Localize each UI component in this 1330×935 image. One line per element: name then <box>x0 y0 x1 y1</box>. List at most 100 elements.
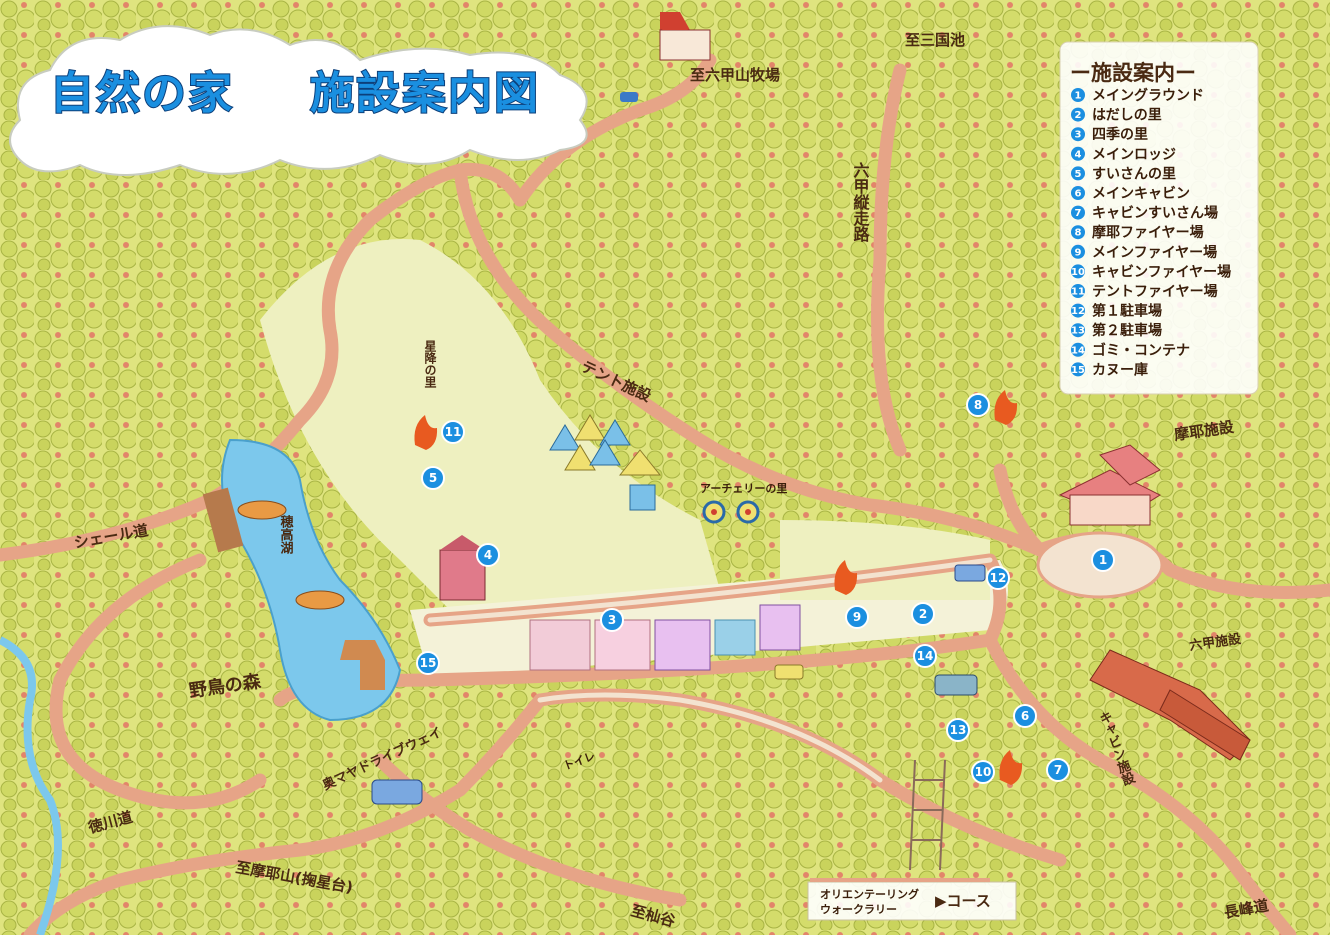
map-marker-9[interactable] <box>845 605 869 629</box>
rokko-building <box>1089 649 1251 761</box>
course-line1: オリエンテーリング <box>820 887 919 901</box>
legend-marker-number: 5 <box>1075 169 1082 180</box>
legend-marker-number: 6 <box>1075 189 1082 200</box>
legend-item-label: キャビンすいさん場 <box>1092 205 1218 222</box>
label-rokko-facility: 六甲施設 <box>1188 631 1243 654</box>
course-label: ▶コース <box>935 892 991 910</box>
label-tent: テント施設 <box>578 357 654 405</box>
legend-marker-number: 1 <box>1075 91 1082 102</box>
map-marker-number: 13 <box>950 723 967 737</box>
legend-marker <box>1071 166 1085 181</box>
legend-marker <box>1071 88 1085 102</box>
map-marker-number: 14 <box>917 649 934 663</box>
map-marker-number: 12 <box>990 571 1007 585</box>
map-marker-2[interactable] <box>911 602 935 626</box>
legend-marker <box>1071 186 1085 200</box>
legend-item-label: カヌー庫 <box>1092 361 1148 378</box>
label-lake: 穂高湖 <box>278 514 294 555</box>
label-rokko-trail: 六甲縦走路 <box>851 161 871 243</box>
map-marker-number: 11 <box>445 425 462 439</box>
legend-item-label: 四季の里 <box>1092 126 1148 143</box>
map-marker-6[interactable] <box>1013 704 1037 728</box>
legend-item-label: テントファイヤー場 <box>1092 283 1218 300</box>
label-tokugawa: 徳川道 <box>85 808 134 837</box>
label-toilet: トイレ <box>562 749 597 773</box>
label-shell-road: シェール道 <box>73 521 150 552</box>
map-marker-number: 6 <box>1021 709 1029 723</box>
label-bird-forest: 野鳥の森 <box>188 670 263 702</box>
legend-marker <box>1071 127 1085 142</box>
map-marker-10[interactable] <box>971 760 995 784</box>
legend-item-label: メインファイヤー場 <box>1092 244 1217 261</box>
map-marker-3[interactable] <box>600 608 624 632</box>
legend-marker-number: 9 <box>1075 247 1082 258</box>
legend-marker-number: 4 <box>1075 149 1082 160</box>
legend-marker <box>1071 107 1085 122</box>
label-mt-maya: 至摩耶山(掬星台) <box>234 858 354 896</box>
legend-item-label: すいさんの里 <box>1092 166 1176 182</box>
map-marker-number: 4 <box>484 548 492 562</box>
label-nagamine: 長峰道 <box>1223 896 1270 922</box>
map-marker-5[interactable] <box>421 466 445 490</box>
map-marker-number: 7 <box>1054 763 1062 777</box>
legend-item-label: 摩耶ファイヤー場 <box>1092 224 1204 241</box>
tents <box>549 414 662 511</box>
legend-marker-number: 11 <box>1071 287 1085 298</box>
legend-item-label: ゴミ・コンテナ <box>1092 342 1190 359</box>
label-maya-facility: 摩耶施設 <box>1173 418 1236 444</box>
legend-box <box>1059 41 1259 395</box>
legend-marker-number: 15 <box>1071 365 1085 376</box>
legend-marker-number: 12 <box>1071 306 1085 317</box>
title-cloud <box>9 25 588 176</box>
map-marker-13[interactable] <box>946 718 970 742</box>
legend-item-label: キャビンファイヤー場 <box>1092 263 1231 280</box>
map-marker-number: 9 <box>853 610 861 624</box>
flower-beds <box>529 604 801 671</box>
legend-item-label: はだしの里 <box>1092 108 1162 124</box>
label-drive: 奥マヤドライブウェイ <box>320 724 445 793</box>
legend-marker <box>1071 284 1085 298</box>
legend-marker-number: 8 <box>1075 228 1082 239</box>
course-box <box>807 881 1017 921</box>
label-nino: 至杣谷 <box>629 901 678 930</box>
map-marker-12[interactable] <box>986 566 1010 590</box>
legend-marker <box>1071 303 1085 318</box>
legend-marker-number: 7 <box>1075 208 1082 219</box>
maya-building <box>1058 444 1162 526</box>
label-archery: アーチェリーの里 <box>700 482 787 495</box>
map-marker-number: 5 <box>429 471 437 485</box>
label-sankoku: 至三国池 <box>905 31 965 49</box>
map-marker-15[interactable] <box>416 651 440 675</box>
map-marker-number: 2 <box>919 607 927 621</box>
legend-marker-number: 13 <box>1071 326 1085 337</box>
course-line2: ウォークラリー <box>820 903 897 916</box>
legend-marker <box>1071 342 1085 357</box>
legend-marker <box>1071 362 1085 377</box>
legend-item-label: 第２駐車場 <box>1092 322 1162 339</box>
legend-title: ー施設案内ー <box>1070 61 1196 85</box>
map-marker-1[interactable] <box>1091 548 1115 572</box>
legend-marker-number: 2 <box>1075 110 1082 121</box>
map-marker-number: 3 <box>608 613 616 627</box>
legend-marker-number: 3 <box>1075 130 1082 141</box>
legend-marker <box>1071 225 1085 240</box>
title-part2: 施設案内図 <box>310 68 540 119</box>
legend-item-label: メインロッジ <box>1092 147 1176 163</box>
legend-item-label: 第１駐車場 <box>1092 303 1162 320</box>
map-marker-7[interactable] <box>1046 758 1070 782</box>
map-marker-8[interactable] <box>966 393 990 417</box>
map-marker-14[interactable] <box>913 644 937 668</box>
map-marker-4[interactable] <box>476 543 500 567</box>
legend-marker-number: 10 <box>1071 267 1085 278</box>
legend-marker <box>1071 264 1085 279</box>
map-marker-11[interactable] <box>441 420 465 444</box>
title-part1: 自然の家 <box>50 68 234 119</box>
map-marker-number: 15 <box>420 656 437 670</box>
label-rokko-farm: 至六甲山牧場 <box>690 66 780 84</box>
legend-marker <box>1071 146 1085 161</box>
legend-marker <box>1071 205 1085 220</box>
legend-marker-number: 14 <box>1071 345 1085 356</box>
legend-marker <box>1071 323 1085 338</box>
